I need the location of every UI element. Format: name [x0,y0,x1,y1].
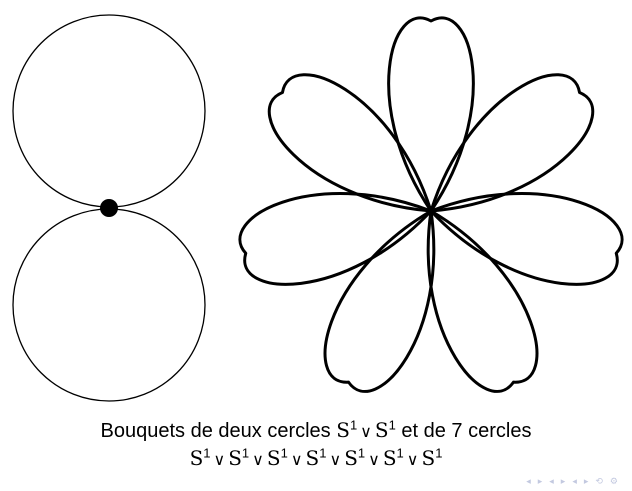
circle-symbol: S [336,418,350,442]
wedge-symbol: ∨ [290,450,303,469]
circle-exponent: 1 [435,445,443,461]
circle-symbol: S [421,446,436,470]
circle-exponent: 1 [349,417,358,433]
upper-circle [12,14,206,208]
wedge-symbol: ∨ [329,450,342,469]
caption-line-2: S1∨S1∨S1∨S1∨S1∨S1∨S1 [0,446,632,471]
circle-symbol: S [305,446,320,470]
petal-loop [323,209,436,393]
bouquet-figure [12,14,624,402]
next-section-icon[interactable]: ▸ [560,477,566,487]
circle-exponent: 1 [319,445,327,461]
wedge-point [100,199,118,217]
prev-frame-icon[interactable]: ▸ [537,477,543,487]
next-subsection-icon[interactable]: ▸ [583,477,589,487]
wedge-symbol: ∨ [252,450,264,469]
prev-slide-icon[interactable]: ◂ [526,477,531,487]
settings-icon[interactable]: ⚙ [609,477,618,487]
slide-navigation: ◂ ▸ ◂ ▸ ◂ ▸ ⟲ ⚙ [526,478,618,487]
bouquet-seven-circles [238,16,624,393]
petal-loop [426,209,539,393]
circle-symbol: S [189,446,204,470]
bouquet-two-circles [12,14,206,402]
prev-subsection-icon[interactable]: ◂ [572,477,577,487]
circle-exponent: 1 [280,445,288,461]
circle-exponent: 1 [241,445,250,461]
prev-section-icon[interactable]: ◂ [549,477,554,487]
circle-symbol: S [344,446,358,470]
circle-exponent: 1 [388,417,396,433]
circle-symbol: S [374,418,389,442]
petal-loop [429,192,624,286]
circle-symbol: S [382,446,397,470]
petal-loop [429,73,595,213]
wedge-symbol: ∨ [368,450,380,469]
circle-exponent: 1 [357,445,366,461]
circle-symbol: S [228,446,242,470]
caption-text-start: Bouquets de deux cercles [100,420,337,442]
petal-loop [238,192,433,286]
search-icon[interactable]: ⟲ [595,477,603,487]
circle-symbol: S [266,446,281,470]
lower-circle [12,208,206,402]
circle-exponent: 1 [396,445,404,461]
circle-exponent: 1 [203,445,211,461]
wedge-symbol: ∨ [360,422,372,441]
wedge-symbol: ∨ [213,450,226,469]
caption-text-end: et de 7 cercles [395,420,532,442]
wedge-symbol: ∨ [406,450,419,469]
petal-loop [267,73,433,213]
caption-line-1: Bouquets de deux cercles S1∨S1 et de 7 c… [0,418,632,443]
petal-loop [387,16,475,213]
